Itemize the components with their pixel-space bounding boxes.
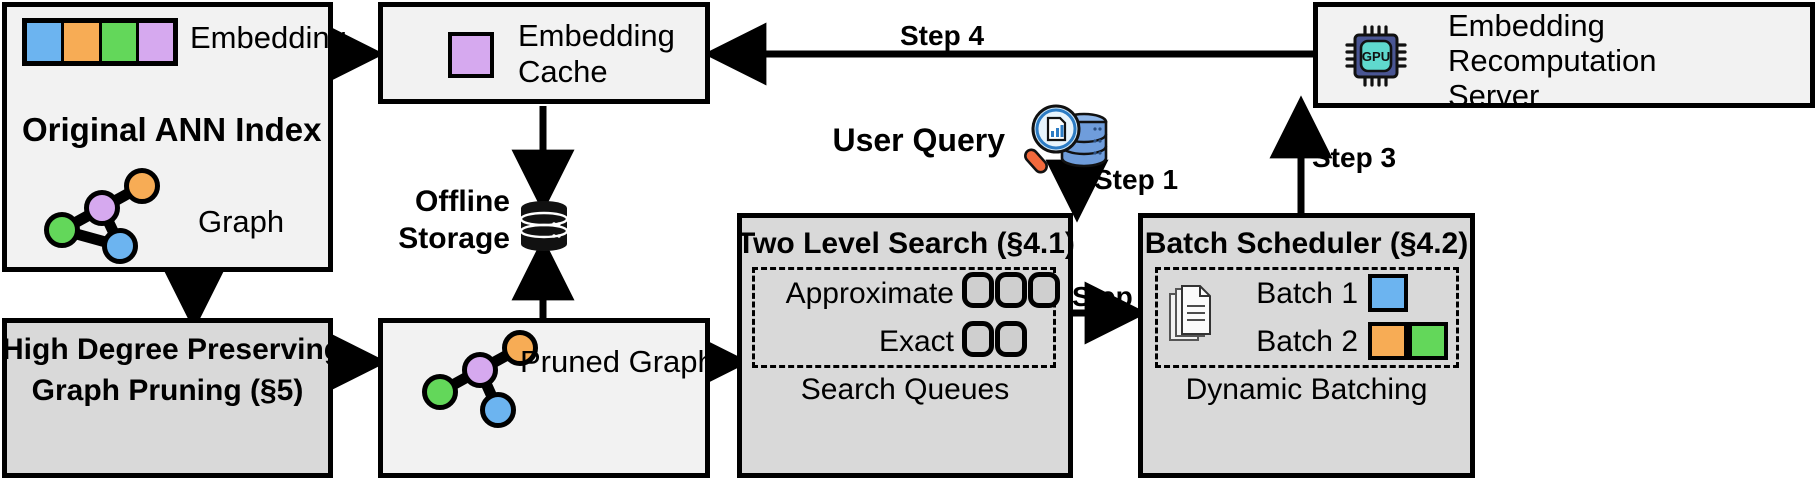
embedding-cache-chip — [448, 32, 494, 78]
pruned-node-purple — [462, 352, 498, 388]
recompute-server-line2: Recomputation — [1448, 43, 1657, 78]
search-queues-dashed-region — [752, 267, 1056, 368]
approximate-slot-2 — [995, 272, 1027, 308]
graph-node-green — [44, 212, 80, 248]
step-3-label: Step 3 — [1312, 142, 1397, 173]
offline-storage-line1: Offline — [415, 185, 510, 218]
exact-slot-2 — [995, 321, 1027, 357]
recompute-server-line1: Embedding — [1448, 8, 1605, 43]
embedding-cache-line2: Cache — [518, 54, 608, 89]
exact-row-label: Exact — [878, 325, 954, 358]
graph-label: Graph — [198, 204, 285, 239]
gpu-chip-icon: GPU — [1345, 25, 1407, 87]
pruned-node-blue — [480, 392, 516, 428]
step-1-label: Step 1 — [1094, 164, 1179, 195]
user-query-label: User Query — [832, 122, 1005, 158]
batch-2-label: Batch 2 — [1256, 325, 1358, 358]
pruned-graph-label: Pruned Graph — [520, 344, 715, 379]
search-database-icon — [1022, 100, 1118, 178]
embedding-cell-purple — [138, 23, 173, 61]
pruned-node-green — [422, 374, 458, 410]
offline-storage-line2: Storage — [398, 222, 510, 255]
graph-node-purple — [84, 190, 120, 226]
search-queues-footer: Search Queues — [800, 373, 1010, 406]
approximate-slot-1 — [962, 272, 994, 308]
graph-pruning-box — [2, 318, 333, 478]
dynamic-batching-footer: Dynamic Batching — [1185, 373, 1428, 406]
exact-slot-1 — [962, 321, 994, 357]
embedding-cache-box — [378, 2, 710, 104]
pruned-graph-visual — [418, 330, 548, 430]
original-ann-index-title: Original ANN Index — [22, 111, 322, 148]
database-cylinder-icon — [518, 200, 570, 252]
graph-pruning-line1: High Degree Preserving — [2, 333, 343, 366]
dynamic-batching-dashed-region — [1155, 267, 1459, 368]
graph-node-orange — [124, 168, 160, 204]
batch-1-chip-blue — [1368, 274, 1408, 312]
recompute-server-line3: Server — [1448, 78, 1540, 113]
two-level-search-title: Two Level Search (§4.1) — [737, 227, 1075, 260]
batch-scheduler-title: Batch Scheduler (§4.2) — [1144, 227, 1469, 260]
pruned-node-orange — [502, 330, 538, 366]
graph-pruning-line2: Graph Pruning (§5) — [31, 374, 304, 407]
svg-text:GPU: GPU — [1362, 49, 1390, 64]
embedding-cell-green — [101, 23, 139, 61]
original-index-graph — [40, 168, 170, 264]
step-4-label: Step 4 — [900, 20, 985, 51]
graph-node-blue — [102, 228, 138, 264]
batch-2-chip-green — [1408, 322, 1448, 360]
documents-stack-icon — [1168, 284, 1216, 346]
embedding-label: Embedding — [190, 20, 347, 55]
batch-1-label: Batch 1 — [1256, 277, 1358, 310]
embedding-cell-orange — [64, 23, 102, 61]
embedding-cell-blue — [27, 23, 65, 61]
approximate-row-label: Approximate — [785, 277, 954, 310]
embedding-color-strip — [22, 18, 178, 66]
approximate-slot-3 — [1028, 272, 1060, 308]
batch-2-chip-orange — [1368, 322, 1408, 360]
embedding-cache-line1: Embedding — [518, 18, 675, 53]
